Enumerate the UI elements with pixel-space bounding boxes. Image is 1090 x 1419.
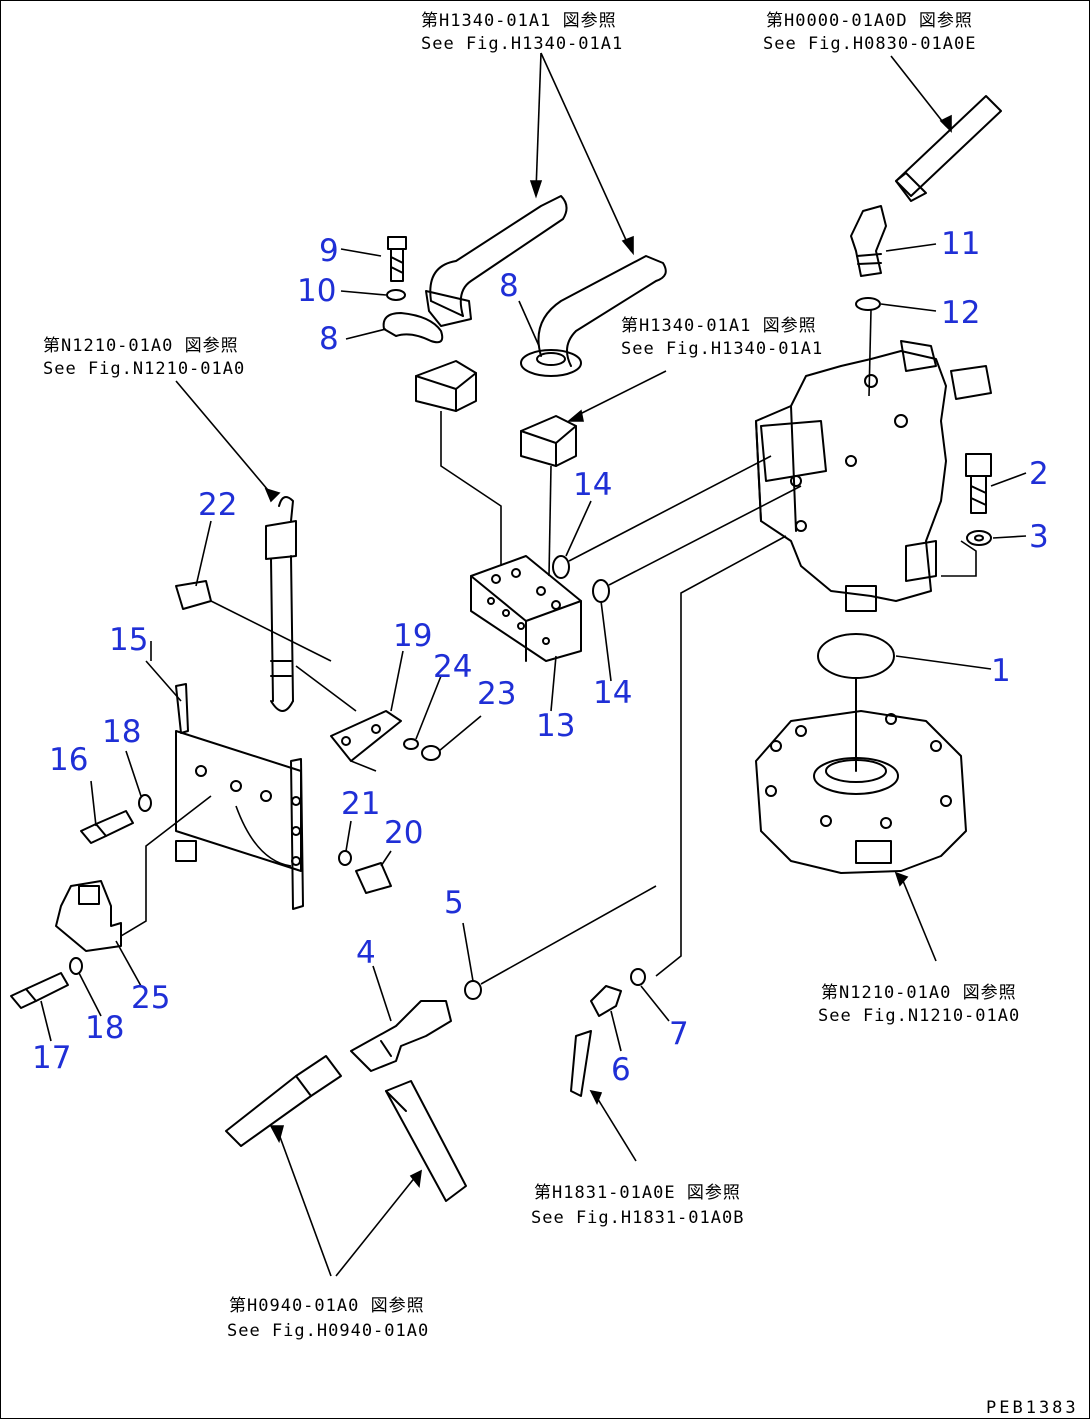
ref-bottom-left-jp: 第H0940-01A0 図参照 [229, 1296, 425, 1316]
callout-11: 11 [941, 226, 980, 262]
leader-bracket [120, 641, 292, 937]
manifold-block-13 [470, 555, 582, 662]
callout-4: 4 [356, 935, 376, 971]
o-ring-1 [817, 633, 895, 772]
washer-21 [338, 850, 352, 866]
callout-2: 2 [1029, 456, 1049, 492]
leader-top-center [529, 52, 634, 256]
clip-22 [175, 580, 212, 610]
washer-10 [386, 289, 406, 301]
ref-bottom-mid-jp: 第H1831-01A0E 図参照 [534, 1183, 741, 1203]
callout-18a: 18 [102, 714, 141, 750]
o-ring-5 [464, 980, 482, 1000]
leader-5 [480, 885, 657, 985]
drawing-code: PEB1383 [986, 1398, 1079, 1418]
o-ring-14a [552, 555, 570, 579]
ref-top-right-jp: 第H0000-01A0D 図参照 [766, 11, 973, 31]
ref-left-en: See Fig.N1210-01A0 [43, 359, 245, 379]
leader-2-3 [941, 540, 977, 577]
elbow-fitting-11 [850, 205, 887, 277]
ref-bottom-mid-en: See Fig.H1831-01A0B [531, 1208, 744, 1228]
callout-10: 10 [297, 273, 336, 309]
ref-top-right-en: See Fig.H0830-01A0E [763, 34, 976, 54]
callout-6: 6 [611, 1052, 631, 1088]
ref-right-lower-jp: 第N1210-01A0 図参照 [821, 983, 1017, 1003]
ref-top-center-en: See Fig.H1340-01A1 [421, 34, 623, 54]
reduction-housing [755, 710, 967, 874]
cable-22 [265, 496, 297, 712]
ref-mid-jp: 第H1340-01A1 図参照 [621, 316, 817, 336]
leader-11-12 [868, 309, 872, 397]
block-upper-left [415, 360, 477, 412]
hose-bottom-right [385, 1080, 467, 1202]
leader-block-mid [440, 370, 667, 577]
callout-19: 19 [393, 618, 432, 654]
o-ring-14b [592, 579, 610, 603]
ref-mid-en: See Fig.H1340-01A1 [621, 339, 823, 359]
leader-19 [295, 665, 377, 772]
bracket-15 [175, 683, 304, 910]
callout-12: 12 [941, 295, 980, 331]
callout-25: 25 [131, 980, 170, 1016]
washer-18b [69, 957, 83, 975]
o-ring-7 [630, 968, 646, 986]
leader-top-right [890, 55, 952, 133]
lines-to-motor [568, 455, 802, 977]
callout-1: 1 [991, 653, 1011, 689]
bolt-9 [387, 236, 407, 282]
callout-24: 24 [433, 649, 472, 685]
pipe-top-right [520, 255, 667, 377]
callout-3: 3 [1029, 519, 1049, 555]
callout-leaders [40, 243, 1027, 1052]
callout-20: 20 [384, 815, 423, 851]
leader-22 [175, 380, 332, 662]
leader-bottom-left [269, 1125, 422, 1277]
ref-top-center-jp: 第H1340-01A1 図参照 [421, 11, 617, 31]
bracket-25 [55, 880, 122, 952]
leader-6 [589, 1089, 637, 1162]
swing-motor [755, 340, 992, 612]
plate-19 [330, 710, 402, 762]
leader-housing [894, 871, 937, 962]
fitting-4 [350, 1000, 452, 1072]
callout-14b: 14 [593, 675, 632, 711]
clamp-8 [382, 312, 444, 344]
pipe-top-left [425, 195, 568, 327]
callout-16: 16 [49, 742, 88, 778]
callout-21: 21 [341, 786, 380, 822]
callout-5: 5 [444, 885, 464, 921]
callout-22: 22 [198, 487, 237, 523]
bolt-2 [965, 453, 992, 514]
ref-left-jp: 第N1210-01A0 図参照 [43, 336, 239, 356]
bolt-17 [10, 972, 69, 1009]
hose-top-right [895, 95, 1002, 202]
callout-8b: 8 [499, 268, 519, 304]
bolt-16 [80, 810, 134, 844]
washer-18a [138, 794, 152, 812]
callout-18b: 18 [85, 1010, 124, 1046]
callout-14a: 14 [573, 467, 612, 503]
ref-right-lower-en: See Fig.N1210-01A0 [818, 1006, 1020, 1026]
nut-23 [421, 745, 441, 761]
ref-bottom-left-en: See Fig.H0940-01A0 [227, 1321, 429, 1341]
washer-24 [403, 738, 419, 750]
callout-8a: 8 [319, 321, 339, 357]
callout-17: 17 [32, 1040, 71, 1076]
callout-15: 15 [109, 622, 148, 658]
bolt-20 [355, 862, 392, 894]
o-ring-12 [855, 297, 881, 311]
callout-13: 13 [536, 708, 575, 744]
block-middle [520, 415, 577, 467]
callout-9: 9 [319, 233, 339, 269]
washer-3 [966, 530, 992, 546]
hose-bottom-left [225, 1055, 342, 1147]
callout-7: 7 [669, 1016, 689, 1052]
fitting-6 [570, 985, 622, 1097]
callout-23: 23 [477, 676, 516, 712]
